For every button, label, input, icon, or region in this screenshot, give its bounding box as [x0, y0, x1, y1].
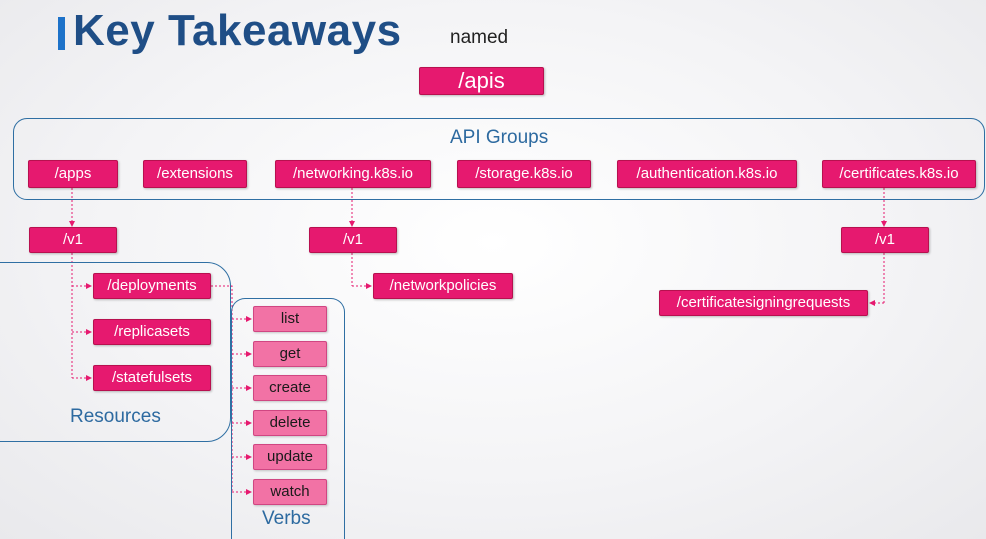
apis-node: /apis — [419, 67, 544, 95]
resources-label: Resources — [70, 406, 161, 427]
resources-box — [0, 262, 231, 442]
resource-csr: /certificatesigningrequests — [659, 290, 868, 316]
verb-get: get — [253, 341, 327, 367]
group-authentication: /authentication.k8s.io — [617, 160, 797, 188]
group-storage: /storage.k8s.io — [457, 160, 591, 188]
verb-create: create — [253, 375, 327, 401]
resource-statefulsets: /statefulsets — [93, 365, 211, 391]
page-title: Key Takeaways — [73, 6, 402, 55]
title-accent-bar — [58, 17, 65, 50]
api-groups-label: API Groups — [450, 127, 549, 148]
resource-networkpolicies: /networkpolicies — [373, 273, 513, 299]
page-subtitle: named — [450, 27, 509, 48]
group-apps: /apps — [28, 160, 118, 188]
verb-delete: delete — [253, 410, 327, 436]
verbs-box — [231, 298, 345, 539]
certificates-version: /v1 — [841, 227, 929, 253]
networking-version: /v1 — [309, 227, 397, 253]
verb-watch: watch — [253, 479, 327, 505]
api-groups-box — [13, 118, 985, 200]
apps-version: /v1 — [29, 227, 117, 253]
group-extensions: /extensions — [143, 160, 247, 188]
verbs-label: Verbs — [262, 508, 311, 529]
resource-replicasets: /replicasets — [93, 319, 211, 345]
resource-deployments: /deployments — [93, 273, 211, 299]
group-certificates: /certificates.k8s.io — [822, 160, 976, 188]
group-networking: /networking.k8s.io — [275, 160, 431, 188]
verb-list: list — [253, 306, 327, 332]
verb-update: update — [253, 444, 327, 470]
